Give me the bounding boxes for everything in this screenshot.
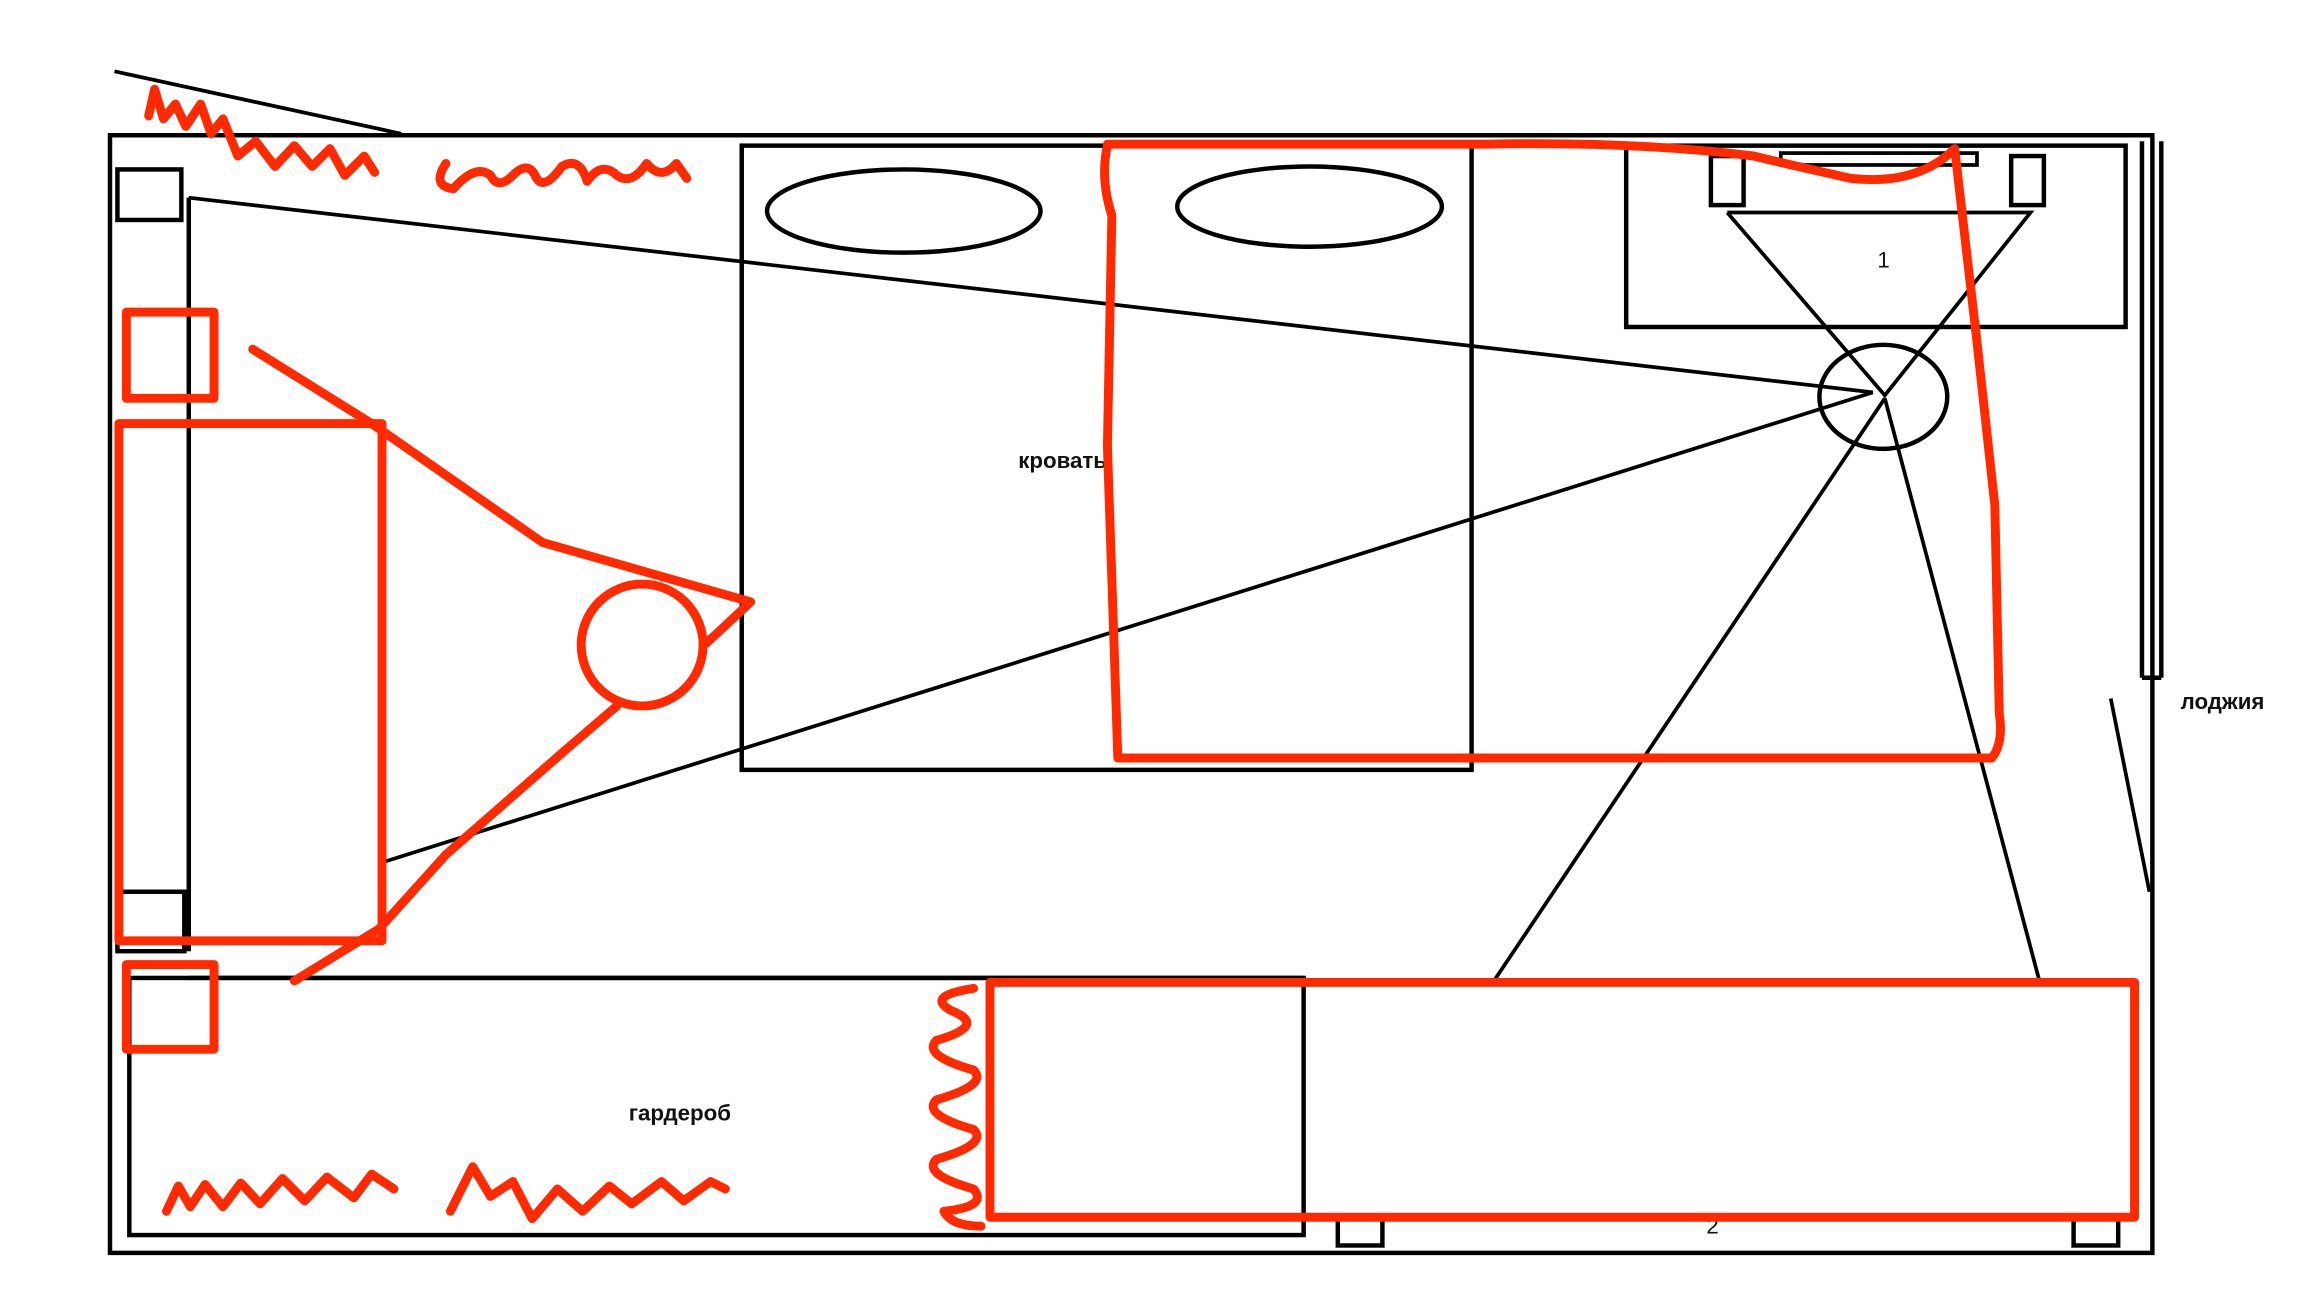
red-square — [121, 307, 219, 403]
scribble — [144, 84, 380, 180]
scribble — [445, 1162, 730, 1224]
marker-1: 1 — [1877, 248, 1889, 273]
red-view-line — [248, 344, 756, 648]
chair — [1817, 342, 1950, 452]
loggia-label: лоджия — [2181, 689, 2265, 714]
scribble — [162, 1169, 399, 1216]
red-squiggle — [928, 983, 986, 1231]
red-sofa — [114, 419, 387, 946]
red-annotations — [114, 84, 2140, 1231]
balcony-door — [2108, 698, 2152, 893]
floor-plan-lines — [107, 69, 2164, 1256]
view-line — [1492, 397, 1887, 982]
room-outline — [107, 133, 2155, 1256]
pillow — [764, 167, 1043, 255]
desk — [1623, 143, 2128, 330]
exterior-line — [114, 69, 402, 136]
view-line — [188, 195, 1874, 395]
red-bed-area — [1100, 139, 2005, 763]
speaker — [2008, 153, 2047, 208]
scribble — [435, 159, 692, 194]
red-rectangle — [985, 977, 2140, 1222]
view-line — [1883, 397, 2042, 982]
pillow — [1175, 164, 1445, 249]
red-square — [121, 960, 219, 1054]
wardrobe-label: гардероб — [629, 1101, 731, 1126]
beds-label: кровать — [1018, 448, 1107, 473]
projection-cone — [1725, 210, 2035, 399]
red-view-line — [289, 701, 622, 986]
view-line — [382, 390, 1874, 864]
column — [115, 167, 184, 223]
